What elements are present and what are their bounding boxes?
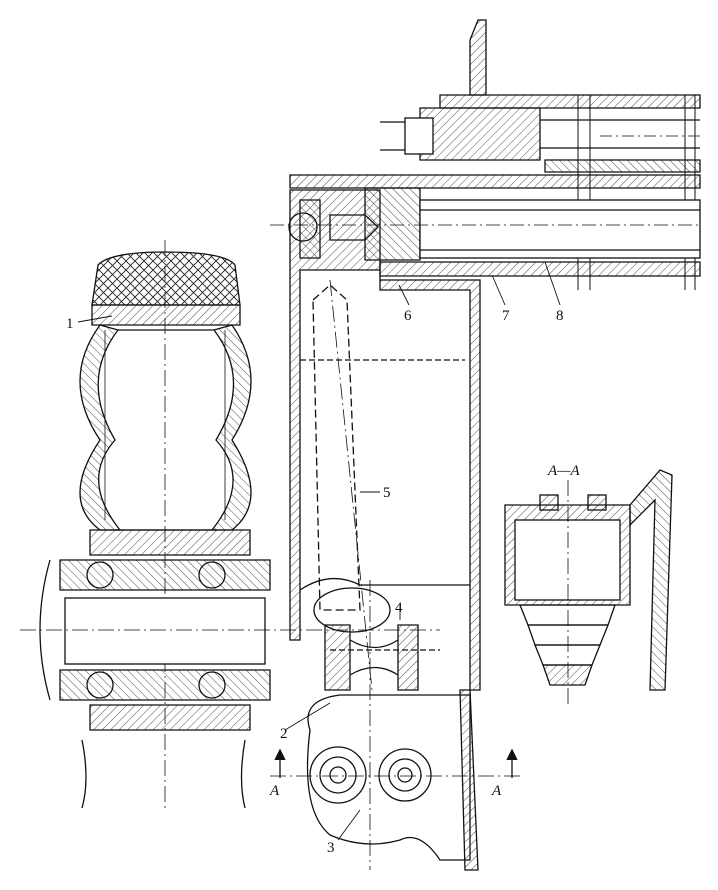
wheel-hub (20, 529, 440, 809)
callout-8: 8 (556, 308, 564, 324)
arm-housing (289, 189, 481, 691)
callout-3: 3 (327, 840, 335, 856)
wheel (79, 240, 252, 808)
section-title: A—A (547, 463, 581, 479)
callout-2: 2 (280, 726, 288, 742)
section-marker-right: A (491, 783, 502, 799)
callout-5: 5 (383, 485, 391, 501)
gear-housing (270, 580, 520, 871)
callout-1: 1 (66, 316, 74, 332)
callout-4: 4 (395, 600, 403, 616)
callout-7: 7 (502, 308, 510, 324)
section-marker-left: A (269, 783, 280, 799)
pinion (313, 587, 440, 691)
leader-lines (77, 261, 561, 841)
section-view (504, 469, 673, 705)
callout-6: 6 (404, 308, 412, 324)
